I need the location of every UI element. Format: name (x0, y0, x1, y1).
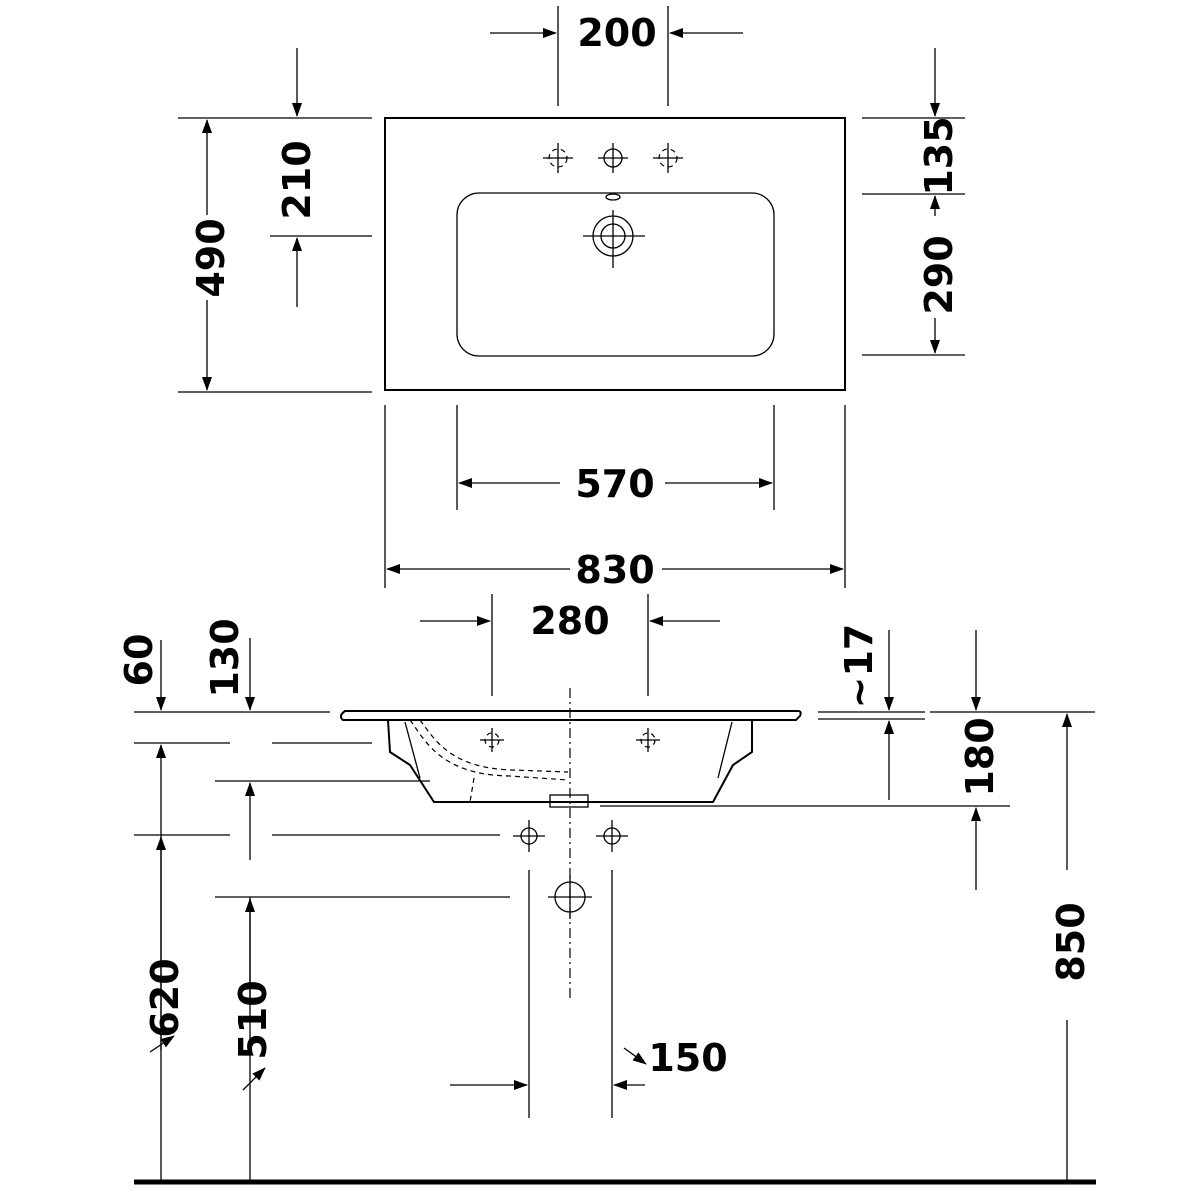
supply-right-icon (596, 820, 628, 852)
dim-overall-width: 830 (575, 548, 654, 592)
dim-outlet-spacing: 280 (530, 599, 609, 643)
tap-symbol-left-icon (480, 728, 504, 752)
side-view: 280 60 130 620 510 ~17 (117, 594, 1096, 1185)
dim-rim-to-tap: 210 (275, 140, 319, 219)
dim-floor-to-rim: 850 (1049, 902, 1093, 981)
tap-hole-center-icon (598, 143, 628, 173)
dim-floor-to-trap-top: 620 (143, 958, 187, 1037)
dim-floor-to-waste: 510 (231, 980, 275, 1059)
dim-depth-total: 490 (189, 218, 233, 297)
dim-bowl-width: 570 (575, 462, 654, 506)
dim-back-to-bowl: 135 (917, 116, 961, 195)
tap-hole-right-icon (653, 143, 683, 173)
tap-hole-left-icon (543, 143, 573, 173)
supply-left-icon (513, 820, 545, 852)
dim-back-lip: ~17 (837, 624, 881, 709)
dim-bowl-depth: 290 (917, 235, 961, 314)
tap-symbol-right-icon (636, 728, 660, 752)
dim-rim-to-overflow: 130 (203, 618, 247, 697)
dim-trap-width: 150 (648, 1036, 727, 1080)
basin-outline-top (384, 117, 846, 391)
bowl-outline-top (456, 192, 775, 357)
basin-body-side (387, 719, 753, 803)
waste-connection-icon (548, 875, 592, 919)
waste-outlet (549, 794, 589, 808)
top-view: 200 490 210 135 290 570 830 (178, 6, 965, 592)
dim-tap-spacing: 200 (577, 11, 656, 55)
dim-basin-height: 180 (958, 717, 1002, 796)
drain-icon (583, 210, 645, 268)
overflow-slot (605, 193, 621, 201)
rim-slab (339, 710, 802, 721)
dim-rim-thickness: 60 (117, 634, 161, 687)
